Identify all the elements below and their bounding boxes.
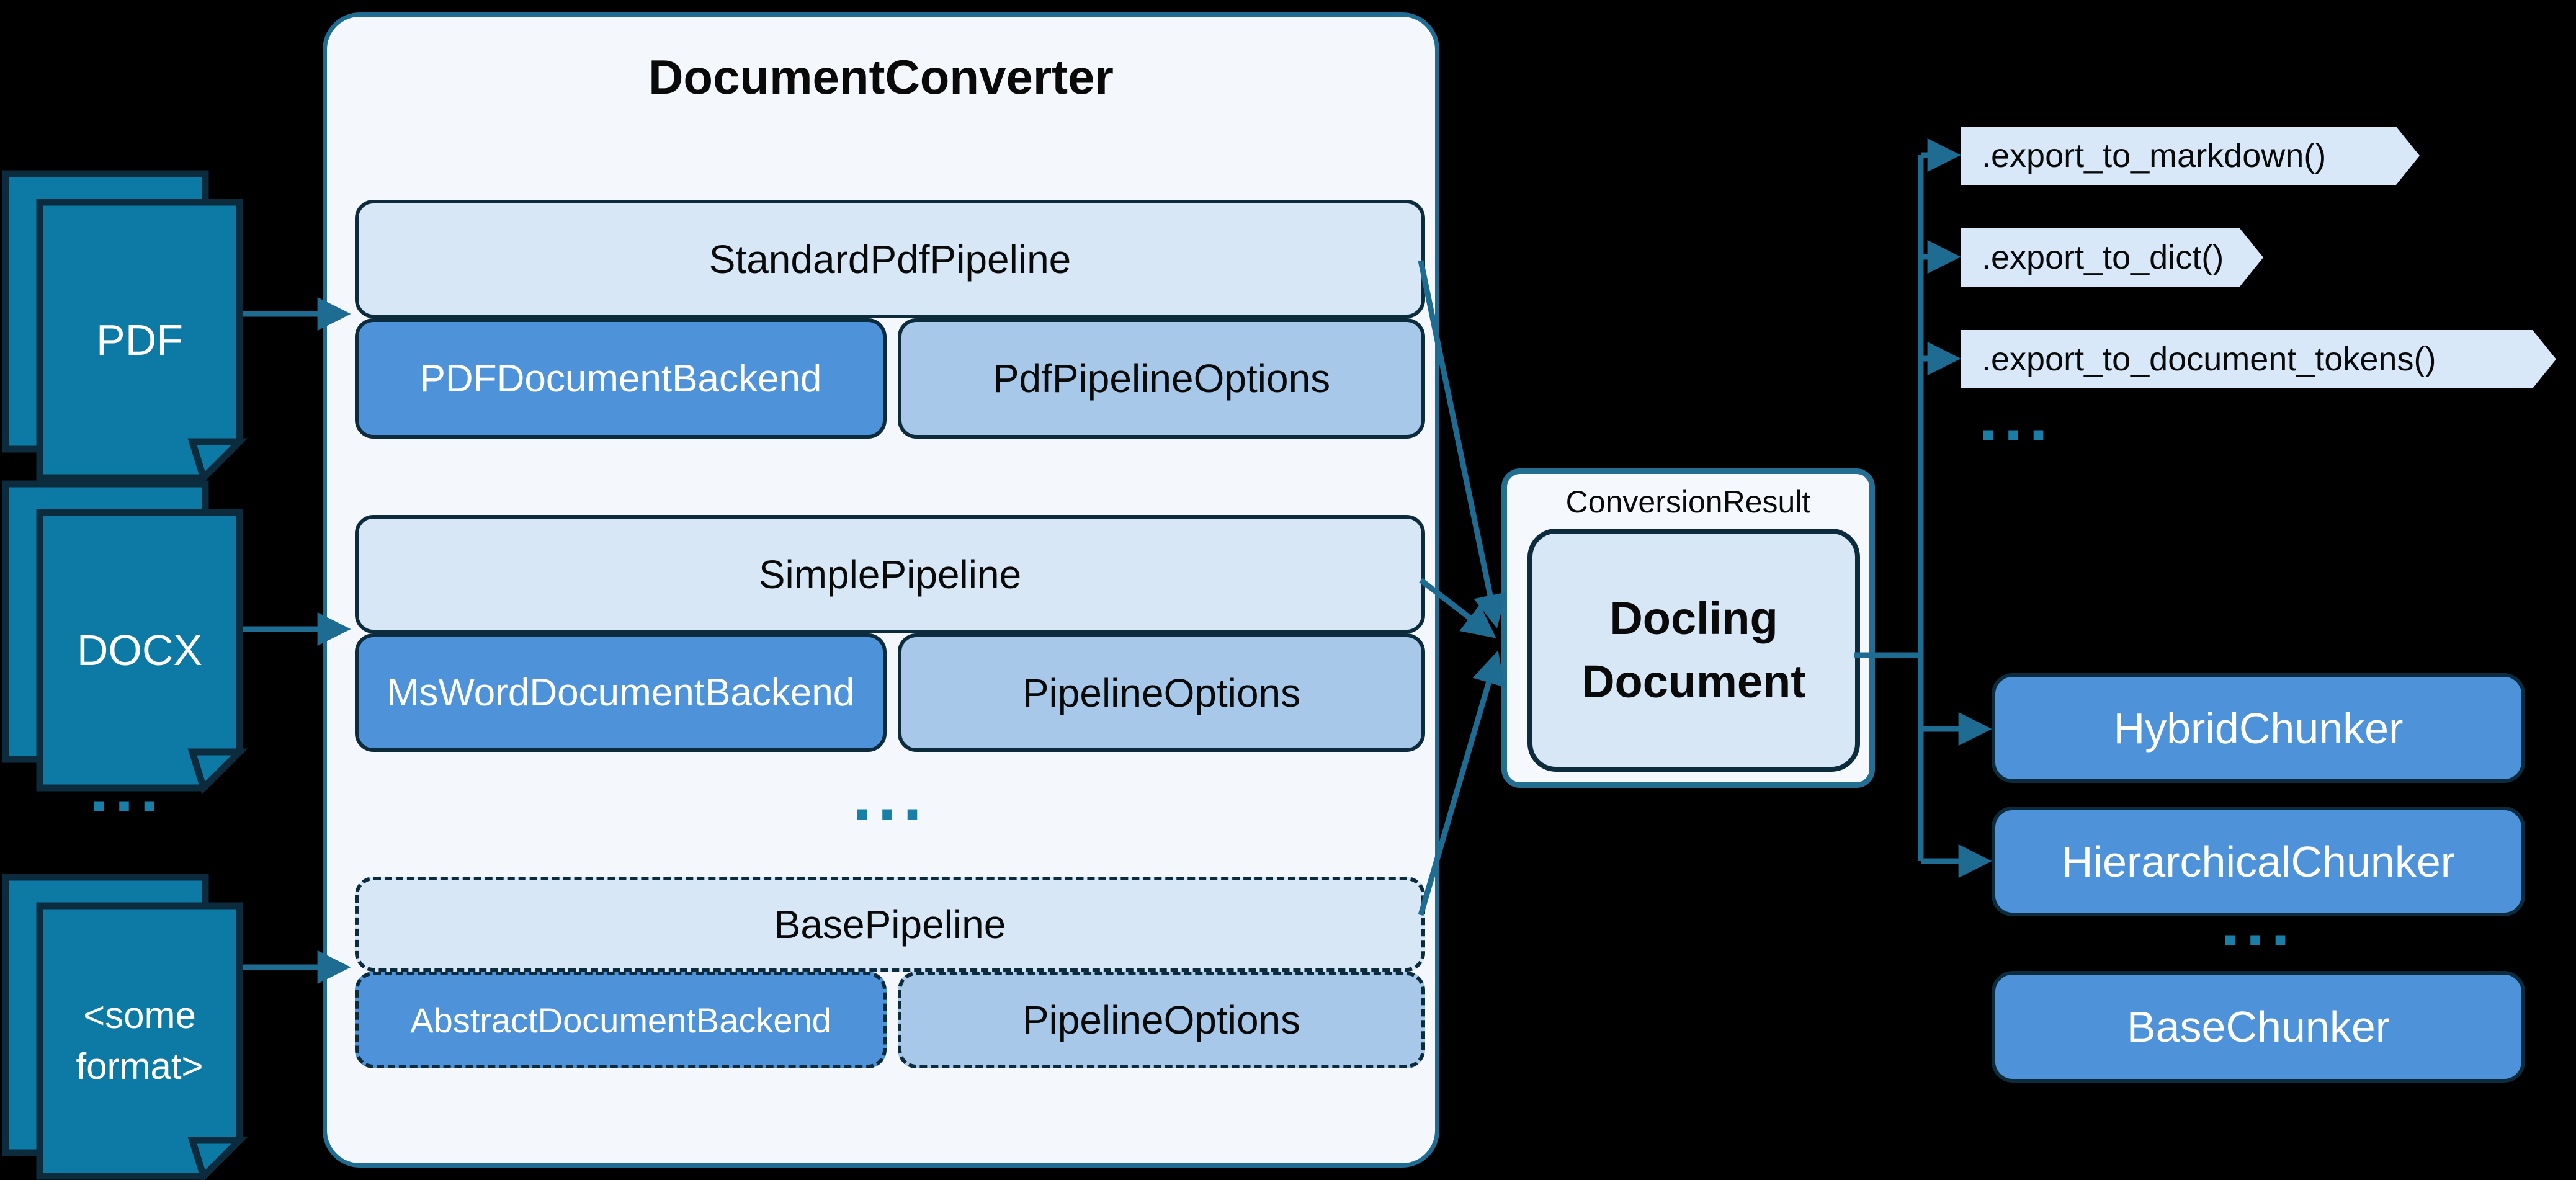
- ellipsis-more-exports: ...: [1979, 379, 2054, 455]
- document-converter-title: DocumentConverter: [648, 50, 1114, 104]
- hybrid-chunker-box: HybridChunker: [1992, 673, 2525, 783]
- pdf-pipeline-options-box: PdfPipelineOptions: [898, 318, 1425, 439]
- some-format-label: <some format>: [40, 906, 239, 1176]
- base-pipeline-options-box: PipelineOptions: [898, 972, 1425, 1068]
- simple-pipeline-box: SimplePipeline: [355, 515, 1425, 633]
- conversion-result-panel: ConversionResult Docling Document: [1501, 468, 1875, 788]
- export-to-dict-tag: .export_to_dict(): [1961, 228, 2263, 287]
- ellipsis-more-chunkers: ...: [2220, 884, 2296, 960]
- hierarchical-chunker-box: HierarchicalChunker: [1992, 807, 2525, 916]
- document-converter-panel: DocumentConverter StandardPdfPipeline PD…: [323, 12, 1439, 1168]
- pdf-label: PDF: [40, 202, 239, 478]
- conversion-result-label: ConversionResult: [1565, 485, 1811, 519]
- export-to-document-tokens-tag: .export_to_document_tokens(): [1961, 330, 2556, 388]
- input-arrows: [243, 297, 351, 984]
- pdf-label-text: PDF: [96, 316, 183, 364]
- pdf-document-backend-box: PDFDocumentBackend: [355, 318, 887, 439]
- ellipsis-more-pipelines: ...: [852, 758, 928, 834]
- export-to-markdown-tag: .export_to_markdown(): [1961, 127, 2420, 185]
- msword-document-backend-box: MsWordDocumentBackend: [355, 633, 887, 752]
- ellipsis-more-input-formats: ...: [89, 750, 165, 826]
- base-pipeline-box: BasePipeline: [355, 877, 1425, 972]
- docx-label: DOCX: [40, 512, 239, 788]
- abstract-document-backend-box: AbstractDocumentBackend: [355, 972, 887, 1068]
- docling-document-box: Docling Document: [1527, 529, 1860, 772]
- pipeline-options-box: PipelineOptions: [898, 633, 1425, 752]
- some-format-label-text: <some format>: [76, 995, 203, 1087]
- base-chunker-box: BaseChunker: [1992, 971, 2525, 1083]
- standard-pdf-pipeline-box: StandardPdfPipeline: [355, 200, 1425, 318]
- docx-label-text: DOCX: [76, 626, 203, 674]
